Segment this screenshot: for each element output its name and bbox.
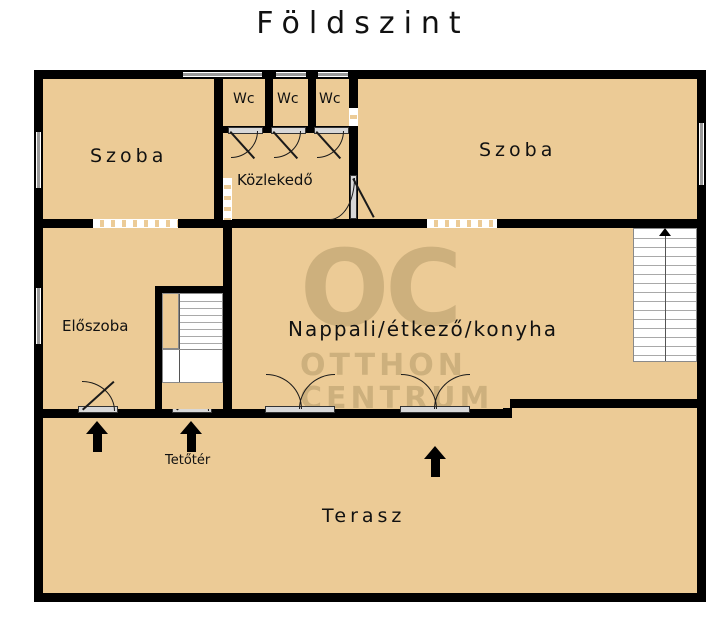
floor-fill-middle [40,228,700,418]
stair-rail [179,294,180,382]
interior-wall-terrace-top-right [510,399,706,408]
entry-arrow-terasz-head [424,446,446,459]
window-wc-3-top [318,70,348,79]
interior-wall-wc-right [349,70,358,228]
window-szoba-left-west [34,132,43,188]
entry-arrow-eloszoba-head [86,421,108,434]
exterior-wall-bottom [34,593,706,602]
entry-arrow-eloszoba [86,421,108,452]
stair-step [163,301,222,302]
stair-base-tetoter [162,383,223,409]
stair-rail [665,229,666,361]
room-label-eloszoba: Előszoba [62,317,129,335]
page-title: Földszint [256,6,470,41]
entry-arrow-terasz [424,446,446,477]
interior-wall-eloszoba-right [223,228,232,418]
opening-szoba-left-to-eloszoba [93,219,178,228]
floor-fill-terrace-right [510,408,700,596]
interior-wall-wc-div-2 [308,70,316,132]
staircase-tetoter-lower [162,349,223,383]
entry-arrow-terasz-shaft [431,458,440,477]
window-szoba-right-east [697,123,706,185]
entry-arrow-eloszoba-shaft [93,433,102,452]
room-label-szoba-right: Szoba [479,139,557,161]
stair-step [163,336,222,337]
interior-wall-middle-bottom-right [223,409,510,418]
interior-wall-szoba-right-bottom [358,219,706,228]
exterior-wall-top [34,70,706,79]
annotation-label-tetoter: Tetőtér [165,453,211,468]
room-label-wc-2: Wc [277,91,299,107]
room-label-wc-3: Wc [319,91,341,107]
entry-arrow-tetoter [180,421,202,452]
room-label-terasz: Terasz [322,505,406,527]
staircase-right [633,228,697,362]
stair-landing-tetoter [162,293,179,349]
interior-wall-wc-div-1 [265,70,273,132]
stair-up-arrow-head [659,228,671,236]
interior-wall-terrace-step [503,408,512,418]
interior-wall-kozlekedo-bottom [214,219,358,228]
stair-step [163,343,222,344]
stair-enclosure-wall-left [155,286,162,410]
interior-wall-szoba-left-right [214,70,223,228]
window-eloszoba-west [34,288,43,344]
window-szoba-left-top [183,70,249,79]
exterior-wall-left-terrace [34,418,43,602]
stair-step [163,329,222,330]
opening-szoba-right-to-nappali [427,219,497,228]
exterior-wall-right-terrace [697,408,706,602]
exterior-wall-right-mid [697,228,706,408]
floor-fill-terrace [40,418,510,596]
stair-enclosure-wall-top [155,286,223,293]
window-wc-1-top [232,70,262,79]
stair-step [163,315,222,316]
floor-fill-upper [40,78,700,220]
stair-step [163,308,222,309]
interior-wall-middle-bottom-left [34,409,223,418]
stair-rail [179,350,180,382]
stair-step [163,322,222,323]
room-label-kozlekedo: Közlekedő [237,171,313,189]
opening-kozlekedo-vertical-upper [349,108,358,126]
opening-kozlekedo-vertical-lower [223,178,232,220]
entry-arrow-tetoter-shaft [187,433,196,452]
entry-arrow-tetoter-head [180,421,202,434]
room-label-szoba-left: Szoba [90,145,168,167]
stair-up-arrow-right [658,228,672,278]
room-label-nappali: Nappali/étkező/konyha [288,317,559,341]
window-wc-2-top [276,70,306,79]
room-label-wc-1: Wc [233,91,255,107]
